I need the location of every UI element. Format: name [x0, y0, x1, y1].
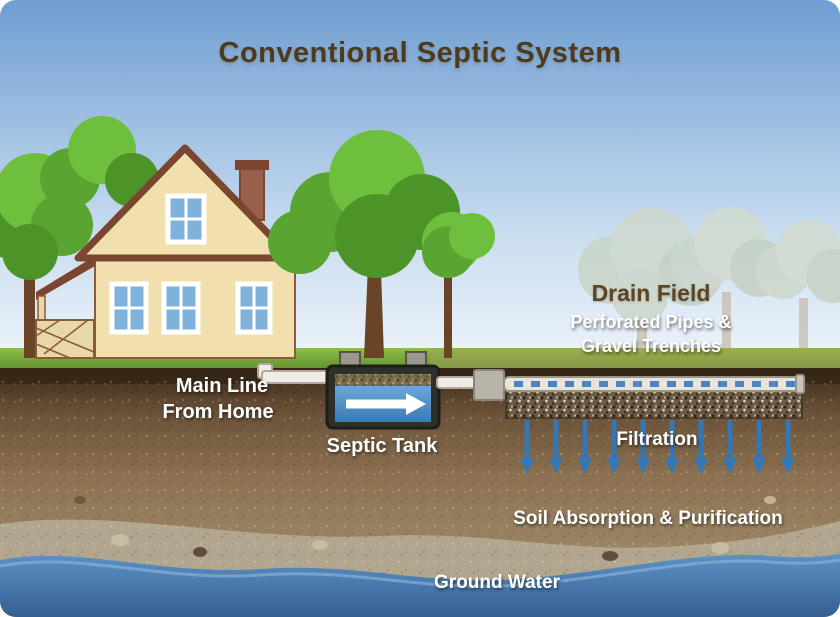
- grass-dry-overlay: [430, 348, 840, 370]
- faded-trees: [578, 207, 840, 354]
- attic-window: [165, 193, 207, 245]
- filtration-label: Filtration: [616, 429, 697, 450]
- distribution-box: [473, 369, 505, 401]
- outlet-pipe: [436, 376, 480, 389]
- tree-slim: [422, 213, 495, 358]
- porch: [35, 256, 95, 359]
- main-line-label-line2: From Home: [162, 401, 273, 423]
- ground-water-layer: [0, 554, 840, 617]
- septic-tank: [325, 351, 441, 430]
- drain-field-sub-line2: Gravel Trenches: [581, 336, 721, 356]
- window-right: [235, 281, 273, 335]
- drain-field-label: Drain Field: [592, 280, 711, 306]
- page-title: Conventional Septic System: [219, 37, 622, 69]
- perforated-pipe: [503, 374, 805, 394]
- tree-left-edge: [0, 153, 93, 358]
- drain-field-sub-line1: Perforated Pipes &: [570, 312, 731, 332]
- window-left: [109, 281, 149, 335]
- ground-water-label: Ground Water: [434, 572, 561, 593]
- chimney-cap: [235, 160, 269, 170]
- filtration-arrows: [520, 420, 795, 474]
- main-line-label-line1: Main Line: [176, 375, 268, 397]
- septic-tank-label: Septic Tank: [327, 435, 439, 457]
- house: [35, 144, 296, 359]
- window-middle: [161, 281, 201, 335]
- soil-absorption-label: Soil Absorption & Purification: [513, 508, 783, 529]
- tank-flow-arrow: [346, 393, 426, 415]
